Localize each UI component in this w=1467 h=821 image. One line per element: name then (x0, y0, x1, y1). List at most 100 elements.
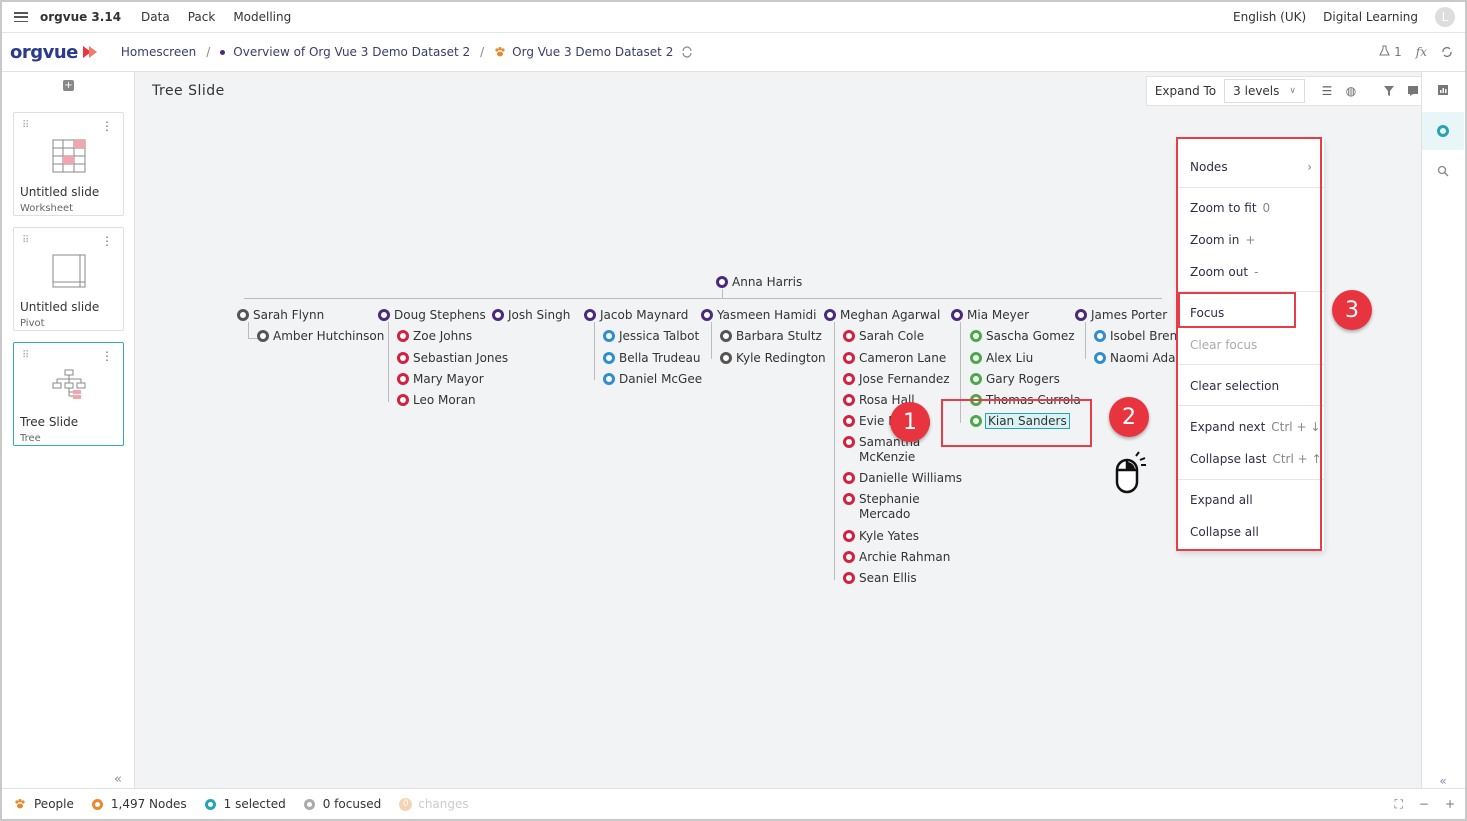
tree-node[interactable]: Leo Moran (397, 393, 476, 407)
expand-levels-select[interactable]: 3 levels ∨ (1224, 79, 1305, 103)
tree-node[interactable]: Alex Liu (970, 351, 1033, 365)
tree-node[interactable]: Bella Trudeau (603, 351, 701, 365)
language-menu[interactable]: English (UK) (1233, 10, 1307, 24)
properties-tab[interactable] (1422, 112, 1464, 150)
tree-node[interactable]: Sascha Gomez (970, 329, 1075, 343)
comment-icon[interactable] (1401, 79, 1425, 103)
avatar-initial: L (1441, 10, 1449, 24)
menu-item-zoom-in[interactable]: Zoom in+ (1190, 233, 1255, 247)
drag-handle-icon[interactable]: ⠿ (22, 120, 29, 131)
tree-node[interactable]: Amber Hutchinson (257, 329, 384, 343)
tree-node[interactable]: Meghan Agarwal (824, 308, 940, 322)
tree-node[interactable]: Kyle Redington (720, 351, 826, 365)
zoom-out-icon[interactable]: − (1418, 796, 1429, 811)
menu-data[interactable]: Data (141, 10, 170, 24)
tree-node[interactable]: Gary Rogers (970, 372, 1060, 386)
tree-node[interactable]: Sean Ellis (843, 571, 917, 585)
tree-node[interactable]: Mary Mayor (397, 372, 484, 386)
fullscreen-icon[interactable]: ⛶ (1394, 796, 1403, 811)
tree-node[interactable]: Zoe Johns (397, 329, 472, 343)
status-nodes-label: 1,497 Nodes (110, 797, 187, 811)
palette-icon[interactable]: ◍ (1345, 84, 1357, 98)
kebab-menu-icon[interactable]: ⋮ (101, 234, 113, 248)
orgvue-logo[interactable]: orgvue (10, 42, 99, 63)
tree-node[interactable]: Sarah Cole (843, 329, 924, 343)
tree-node[interactable]: Sebastian Jones (397, 351, 508, 365)
tree-node-root[interactable]: Anna Harris (716, 275, 802, 289)
status-bar: People 1,497 Nodes 1 selected 0 focused … (2, 788, 1465, 819)
tree-node[interactable]: Jessica Talbot (603, 329, 699, 343)
tree-node[interactable]: Doug Stephens (378, 308, 486, 322)
tree-connector (244, 298, 1162, 299)
menu-item-focus[interactable]: Focus (1190, 306, 1225, 320)
crumb-homescreen[interactable]: Homescreen (120, 45, 197, 59)
chart-icon[interactable] (1434, 81, 1452, 99)
menu-item-clear-selection[interactable]: Clear selection (1190, 379, 1280, 393)
tree-node[interactable]: Josh Singh (492, 308, 570, 322)
slide-card-worksheet[interactable]: ⠿ ⋮ Untitled slide Worksheet (13, 112, 124, 216)
menu-item-collapse-all[interactable]: Collapse all (1190, 525, 1259, 539)
menu-item-expand-all[interactable]: Expand all (1190, 493, 1253, 507)
tree-node[interactable]: Jose Fernandez (843, 372, 950, 386)
add-slide-button[interactable]: + (63, 80, 74, 91)
tree-node[interactable]: Evie E (843, 414, 896, 428)
workspace-menu[interactable]: Digital Learning (1323, 10, 1418, 24)
menu-item-zoom-out[interactable]: Zoom out- (1190, 265, 1258, 279)
collapse-rail-icon[interactable]: « (1439, 774, 1447, 788)
tree-node[interactable]: Jacob Maynard (584, 308, 688, 322)
crumb-separator: / (206, 45, 211, 59)
node-status-icon (1094, 330, 1106, 342)
fx-icon[interactable]: fx (1415, 45, 1427, 59)
collapse-panel-icon[interactable]: « (114, 772, 122, 787)
filter-icon[interactable] (1377, 79, 1401, 103)
drag-handle-icon[interactable]: ⠿ (22, 235, 29, 246)
tree-node[interactable]: Isobel Brenna (1094, 329, 1192, 343)
status-dataset[interactable]: People (14, 797, 74, 811)
tree-node[interactable]: Mia Meyer (951, 308, 1029, 322)
shortcut-key: Ctrl + ↑ (1272, 452, 1322, 466)
sync-icon[interactable] (1441, 46, 1453, 58)
tree-node[interactable]: Yasmeen Hamidi (701, 308, 817, 322)
tree-node[interactable]: James Porter (1075, 308, 1167, 322)
hamburger-menu-icon[interactable] (14, 12, 28, 22)
status-focused[interactable]: 0 focused (303, 797, 381, 811)
tree-node[interactable]: Kyle Yates (843, 529, 919, 543)
slide-card-pivot[interactable]: ⠿ ⋮ Untitled slide Pivot (13, 227, 124, 331)
refresh-icon[interactable] (681, 46, 693, 58)
page-title: Tree Slide (152, 83, 225, 99)
zoom-in-icon[interactable]: + (1444, 796, 1455, 811)
status-selected[interactable]: 1 selected (204, 797, 286, 811)
tree-node[interactable]: Daniel McGee (603, 372, 702, 386)
crumb-dataset[interactable]: Org Vue 3 Demo Dataset 2 (512, 45, 674, 59)
node-status-icon (701, 309, 713, 321)
node-status-icon (237, 309, 249, 321)
node-status-icon (603, 352, 615, 364)
node-label: Sebastian Jones (413, 351, 509, 365)
menu-pack[interactable]: Pack (187, 10, 216, 24)
tree-node[interactable]: Sarah Flynn (237, 308, 324, 322)
tree-node[interactable]: Barbara Stultz (720, 329, 822, 343)
kebab-menu-icon[interactable]: ⋮ (101, 349, 113, 363)
list-view-icon[interactable]: ☰ (1321, 84, 1333, 98)
tree-node[interactable]: Archie Rahman (843, 550, 950, 564)
drag-handle-icon[interactable]: ⠿ (22, 350, 29, 361)
menu-item-nodes[interactable]: Nodes› (1190, 160, 1312, 174)
tree-node[interactable]: Danielle Williams (843, 471, 962, 485)
tree-node[interactable]: Cameron Lane (843, 351, 946, 365)
tree-node[interactable]: Naomi Adam (1094, 351, 1187, 365)
user-count[interactable]: 1 (1379, 45, 1402, 59)
status-nodes[interactable]: 1,497 Nodes (91, 797, 187, 811)
kebab-menu-icon[interactable]: ⋮ (101, 119, 113, 133)
tree-node-selected[interactable]: Kian Sanders (970, 413, 1070, 429)
menu-modelling[interactable]: Modelling (233, 10, 292, 24)
slide-card-tree[interactable]: ⠿ ⋮ Tree Slide Tree (13, 342, 124, 446)
search-icon[interactable] (1434, 162, 1452, 180)
user-count-value: 1 (1394, 45, 1402, 59)
crumb-overview[interactable]: Overview of Org Vue 3 Demo Dataset 2 (233, 45, 471, 59)
avatar[interactable]: L (1435, 7, 1455, 27)
